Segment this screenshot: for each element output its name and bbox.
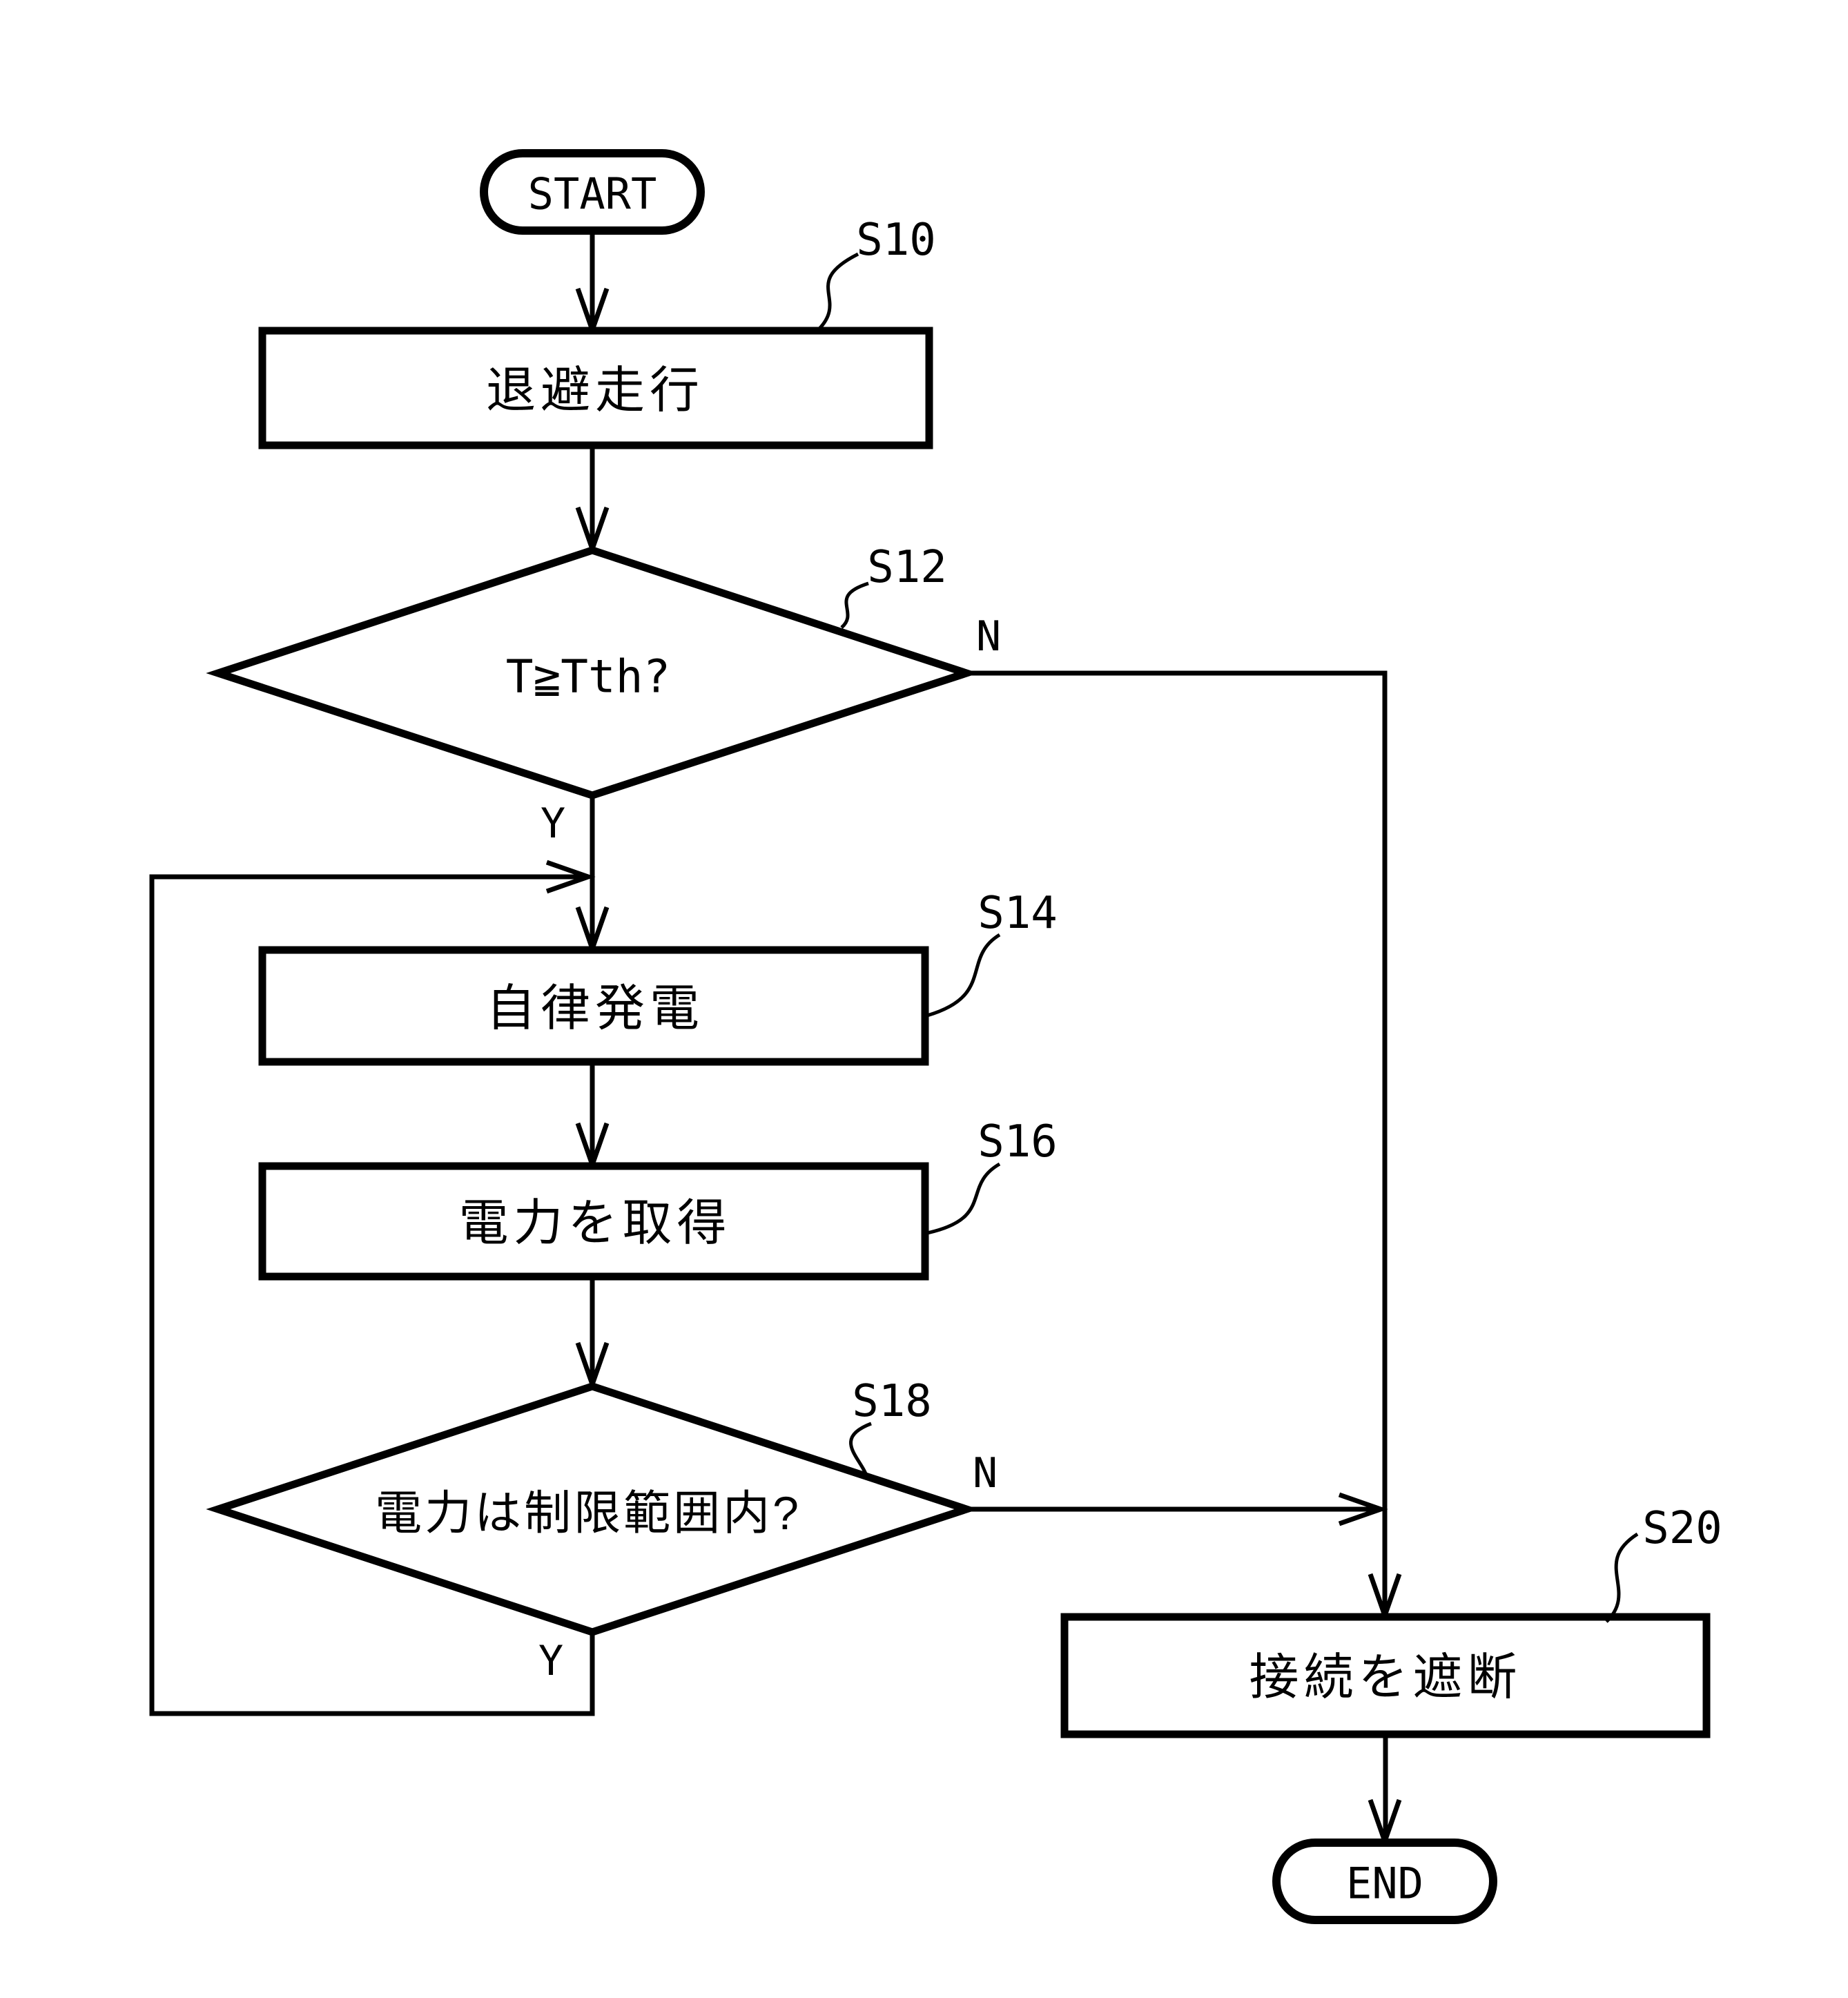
s10-leader-squiggle [817,252,859,331]
s12-text: T≧Tth? [506,650,670,704]
s12-ref-label: S12 [867,542,947,593]
node-s20: 接続を遮断 S20 [1060,1503,1722,1738]
s12-diamond [206,546,979,799]
end-label: END [1346,1859,1423,1909]
s20-box [1060,1613,1711,1738]
s20-ref-label: S20 [1642,1503,1722,1554]
node-s16: 電力を取得 S16 [258,1116,1058,1281]
s12-leader-squiggle [840,581,869,629]
node-s18: 電力は制限範囲内? S18 N Y [206,1376,998,1685]
edge-s18-yes-loopback [149,874,595,1716]
s14-text: 自律発電 [486,981,704,1036]
s20-leader-squiggle [1605,1532,1639,1623]
s10-ref-label: S10 [856,215,936,266]
s10-text: 退避走行 [486,363,704,418]
edge-s12-no-to-s20 [966,670,1388,1613]
s12-yes-label: Y [541,799,565,848]
node-end: END [1272,1839,1497,1924]
s18-text: 電力は制限範囲内? [375,1487,801,1540]
node-s14: 自律発電 S14 [258,888,1058,1066]
node-s12: T≧Tth? S12 N Y [206,542,1001,848]
s18-leader-squiggle [849,1422,872,1478]
s14-leader-squiggle [926,933,1001,1018]
s18-no-label: N [973,1449,998,1497]
s14-ref-label: S14 [978,888,1058,939]
arrowhead-loopback-junction [545,860,596,894]
s18-ref-label: S18 [852,1376,932,1427]
s18-yes-label: Y [538,1637,563,1685]
s12-no-label: N [976,612,1001,661]
start-label: START [528,169,657,220]
connectors [149,231,1402,1849]
node-s10: 退避走行 S10 [258,215,936,449]
start-terminal-shape [480,149,705,235]
s10-box [258,327,933,449]
s16-leader-squiggle [926,1162,1001,1235]
node-start: START [480,149,705,235]
s14-box [258,946,929,1066]
s16-text: 電力を取得 [458,1196,731,1251]
s16-box [258,1162,929,1281]
end-terminal-shape [1272,1839,1497,1924]
arrowhead-s18-no-junction [1338,1492,1388,1526]
s20-text: 接続を遮断 [1249,1650,1521,1705]
s16-ref-label: S16 [978,1116,1058,1167]
s18-diamond [206,1382,979,1636]
